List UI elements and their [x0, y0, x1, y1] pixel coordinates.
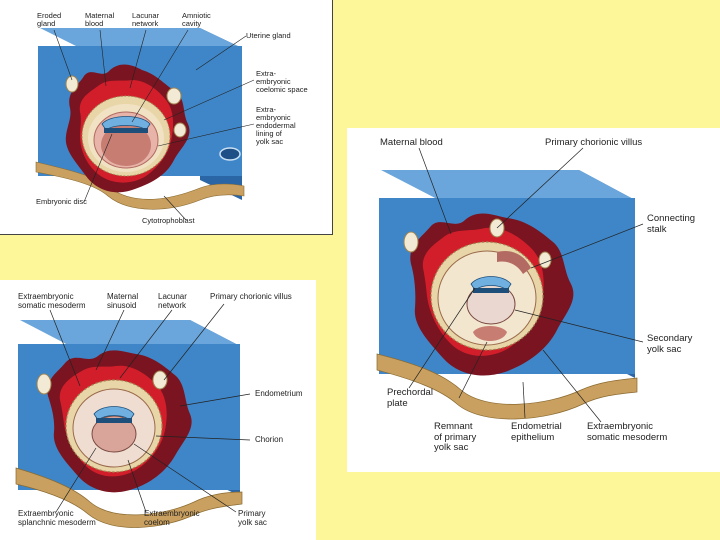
label-endometrial-epithelium: Endometrial epithelium	[511, 421, 562, 443]
villus-bud-shape	[173, 122, 187, 138]
diagram-panel-bottom-left: Extraembryonic somatic mesoderm Maternal…	[0, 280, 316, 540]
label-eroded-gland: Eroded gland	[37, 11, 62, 28]
leader-lines	[408, 147, 644, 423]
leader-lines	[49, 303, 251, 513]
label-extraembryonic-somatic-mesoderm: Extraembryonic somatic mesoderm	[587, 421, 668, 443]
label-primary-chorionic-villus: Primary chorionic villus	[545, 137, 643, 148]
label-endometrium: Endometrium	[255, 389, 303, 398]
label-amniotic-cavity: Amniotic cavity	[182, 11, 211, 28]
label-extraembryonic-coelomic-space: Extra- embryonic coelomic space	[256, 69, 308, 94]
embryonic-disc-shape	[104, 128, 148, 133]
label-maternal-sinusoid: Maternal sinusoid	[107, 292, 139, 310]
label-embryonic-disc: Embryonic disc	[36, 197, 87, 206]
label-maternal-blood: Maternal blood	[380, 137, 443, 148]
label-extraembryonic-coelom: Extraembryonic coelom	[144, 509, 200, 527]
primary-yolk-sac-shape	[91, 415, 137, 453]
label-lacunar-network: Lacunar network	[158, 292, 187, 310]
villus-bud-shape	[65, 75, 79, 93]
label-secondary-yolk-sac: Secondary yolk sac	[647, 333, 693, 355]
label-extraembryonic-endodermal-lining: Extra- embryonic endodermal lining of yo…	[256, 105, 296, 146]
label-maternal-blood: Maternal blood	[85, 11, 115, 28]
diagram-panel-right: Maternal blood Primary chorionic villus …	[347, 128, 720, 472]
uterine-gland-shape	[219, 147, 241, 161]
diagram-panel-top-left: Eroded gland Maternal blood Lacunar netw…	[0, 0, 333, 235]
endometrial-epithelium-shape	[376, 353, 638, 420]
label-lacunar-network: Lacunar network	[132, 11, 160, 28]
label-extraembryonic-somatic-mesoderm: Extraembryonic somatic mesoderm	[18, 292, 86, 310]
villus-bud-shape	[403, 231, 419, 253]
remnant-primary-yolk-sac-shape	[473, 326, 507, 341]
endometrium-top-face	[40, 28, 242, 48]
label-chorion: Chorion	[255, 435, 284, 444]
label-prechordal-plate: Prechordal plate	[387, 387, 433, 409]
label-cytotrophoblast: Cytotrophoblast	[142, 216, 195, 225]
implantation-illustration-day-13-section	[15, 303, 251, 528]
villus-bud-shape	[538, 251, 552, 269]
leader-lines	[53, 29, 255, 221]
label-connecting-stalk: Connecting stalk	[647, 213, 696, 235]
endometrial-epithelium-shape	[15, 467, 243, 528]
label-uterine-gland: Uterine gland	[246, 31, 291, 40]
label-extraembryonic-splanchnic-mesoderm: Extraembryonic splanchnic mesoderm	[18, 509, 96, 527]
label-primary-yolk-sac: Primary yolk sac	[238, 509, 267, 527]
embryonic-disc-shape	[96, 418, 132, 423]
implantation-illustration-day-13	[376, 147, 644, 423]
villus-bud-shape	[36, 373, 52, 395]
endometrium-top-face	[20, 320, 240, 346]
villus-bud-shape	[152, 370, 168, 390]
endometrium-top-face	[381, 170, 635, 200]
primary-yolk-sac-cavity-shape	[101, 124, 151, 166]
label-primary-chorionic-villus: Primary chorionic villus	[210, 292, 292, 301]
villus-bud-shape	[166, 87, 182, 105]
implantation-illustration-day-12	[35, 28, 255, 221]
connecting-stalk-shape	[497, 250, 531, 274]
embryonic-disc-shape	[473, 288, 509, 293]
label-remnant-primary-yolk-sac: Remnant of primary yolk sac	[434, 421, 477, 453]
